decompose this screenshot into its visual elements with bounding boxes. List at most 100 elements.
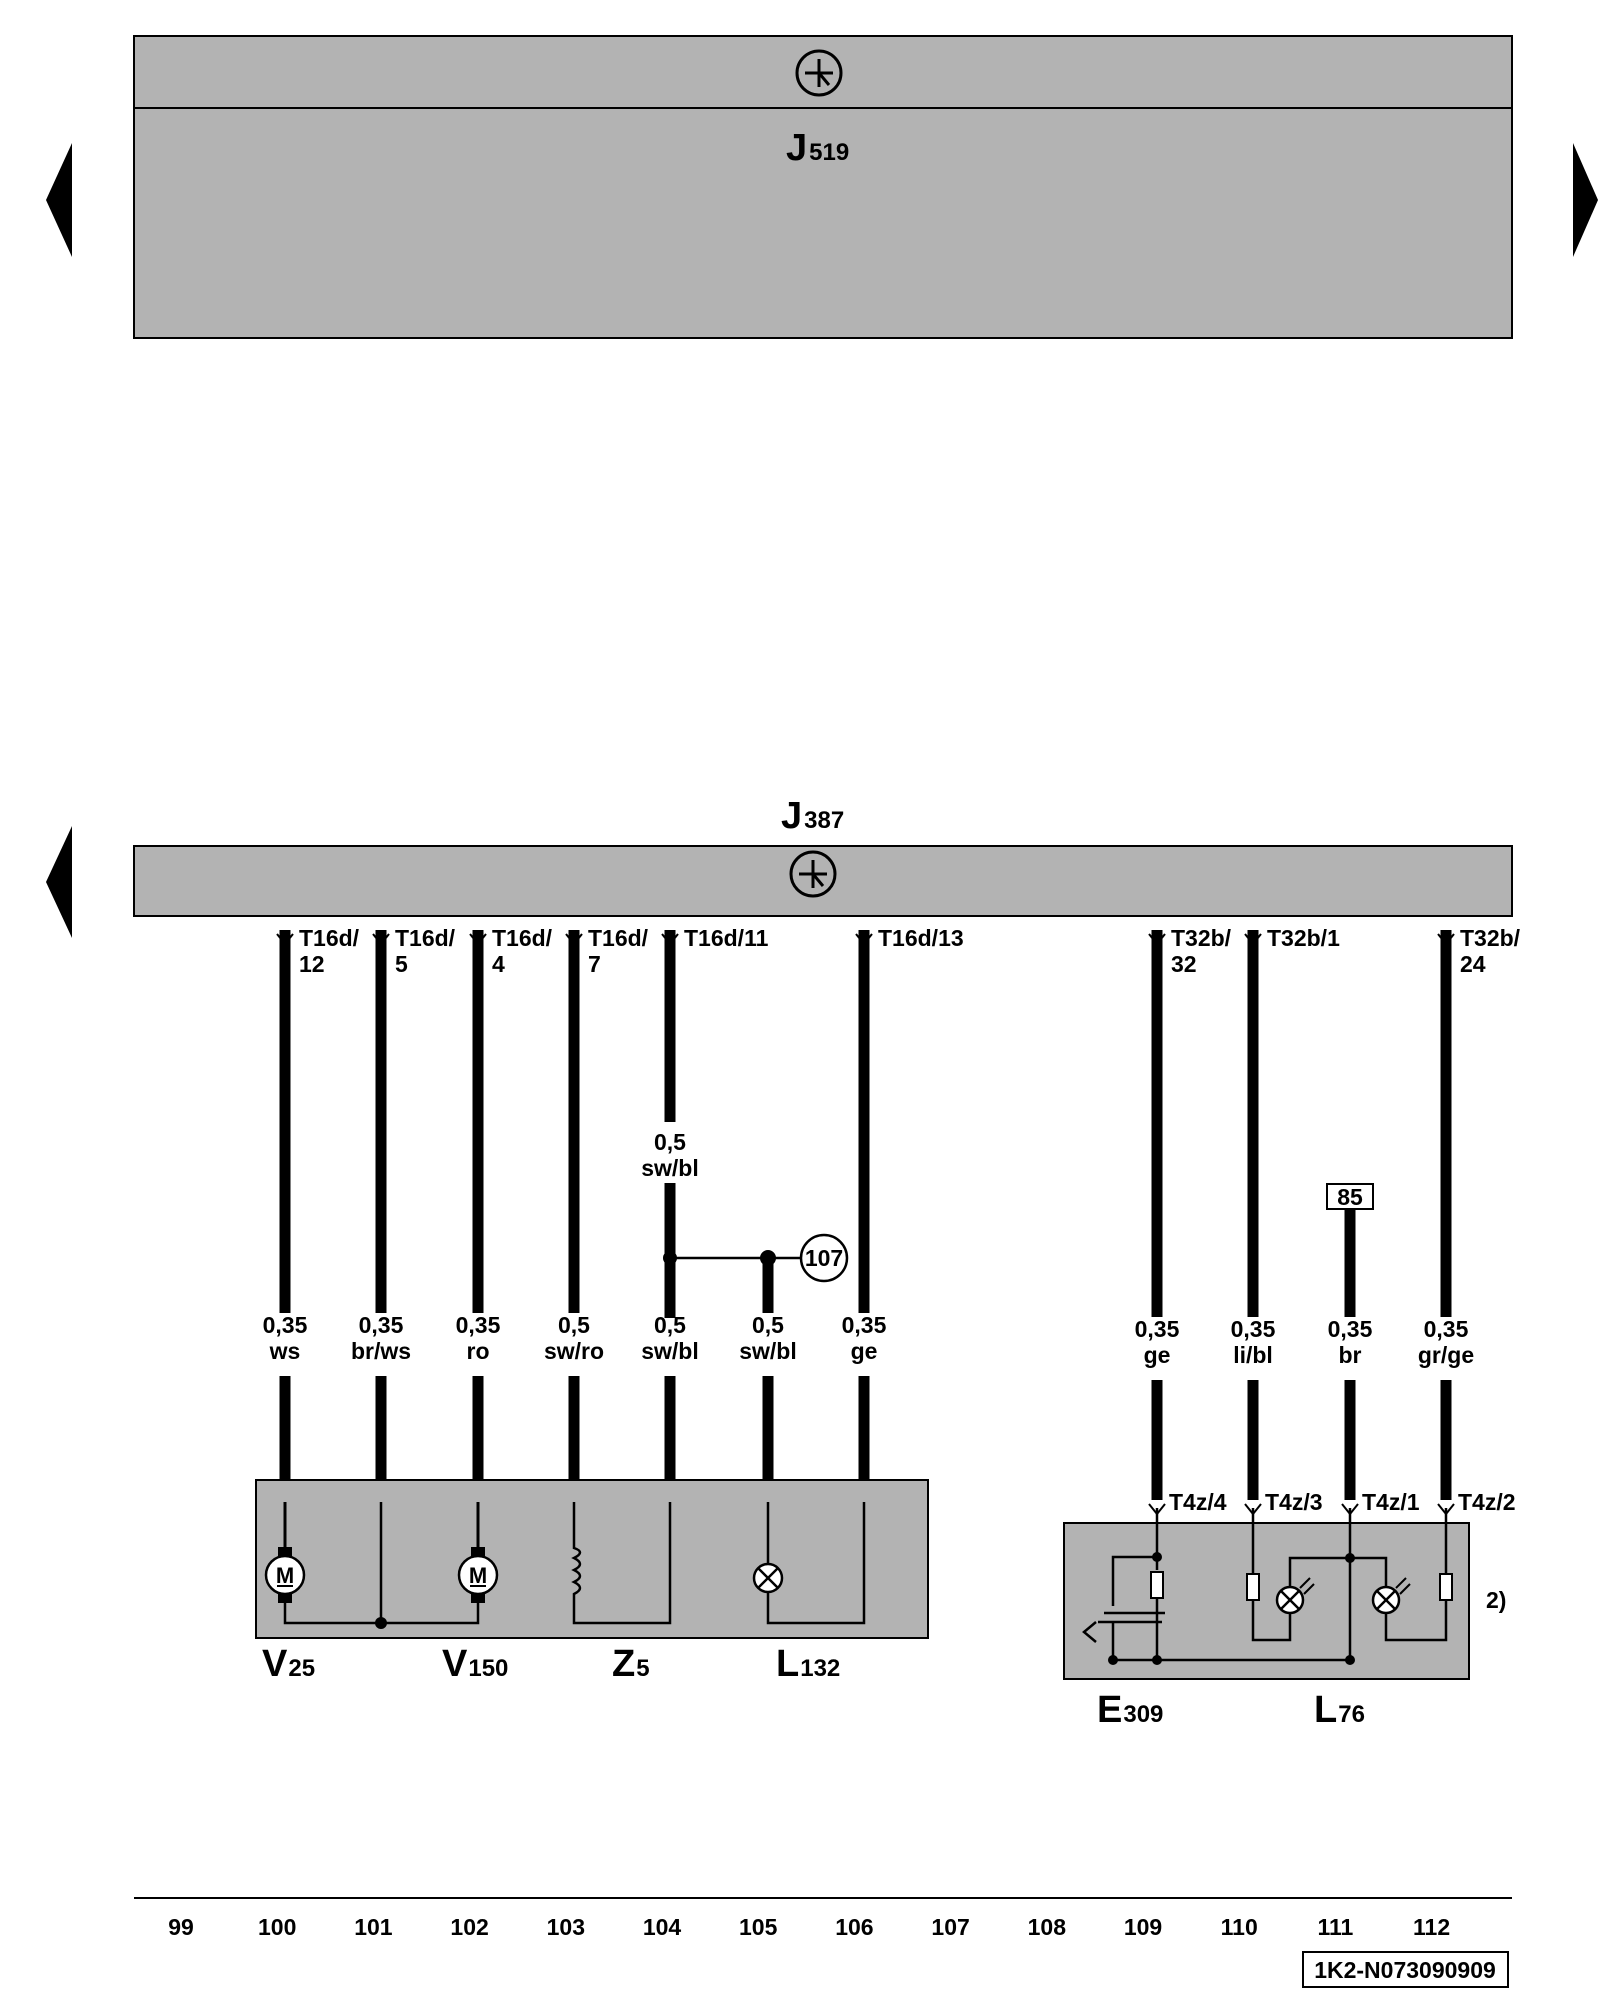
wire-color-label: ro bbox=[467, 1338, 490, 1364]
column-number: 105 bbox=[739, 1914, 778, 1940]
pin-label: 7 bbox=[588, 951, 601, 977]
wire-size-label: 0,35 bbox=[1135, 1316, 1180, 1342]
wire-color-label: li/bl bbox=[1233, 1342, 1273, 1368]
motor-icon: M bbox=[457, 1502, 499, 1603]
column-number: 100 bbox=[258, 1914, 296, 1940]
component-labels: V25 V150 Z5 L132 E309 L76 bbox=[262, 1643, 1365, 1731]
pin-label: 24 bbox=[1460, 951, 1486, 977]
column-numbers: 99 100 101 102 103 104 105 106 107 108 109 110 111 11… bbox=[168, 1914, 1450, 1940]
lamp-icon bbox=[752, 1502, 866, 1625]
triangle-left-icon[interactable] bbox=[46, 143, 72, 257]
triangle-right-icon[interactable] bbox=[1573, 143, 1598, 257]
document-code: 1K2-N073090909 bbox=[1302, 1951, 1509, 1988]
component-label-z5: Z5 bbox=[612, 1643, 650, 1685]
component-label-v150: V150 bbox=[442, 1643, 508, 1685]
pin-label: T16d/ bbox=[588, 925, 649, 951]
wire-size-label: 0,35 bbox=[359, 1312, 404, 1338]
pin-label: 32 bbox=[1171, 951, 1197, 977]
wire-size-label: 0,5 bbox=[752, 1312, 784, 1338]
pin-label: T16d/ bbox=[395, 925, 456, 951]
wire-size-label: 0,35 bbox=[456, 1312, 501, 1338]
wire-color-label: ge bbox=[1144, 1342, 1171, 1368]
column-number: 103 bbox=[547, 1914, 585, 1940]
column-number: 110 bbox=[1221, 1914, 1258, 1940]
wire-w6: 0,5sw/bl2 bbox=[739, 1258, 797, 1515]
component-label-l132: L132 bbox=[776, 1643, 840, 1685]
wire-w5: T16d/110,5sw/bl0,5sw/bl2 bbox=[641, 925, 768, 1515]
pin-label: 5 bbox=[395, 951, 408, 977]
wire-w1: T16d/120,35ws1 bbox=[263, 925, 360, 1515]
svg-text:M: M bbox=[469, 1563, 487, 1588]
wire-size-label: 0,35 bbox=[263, 1312, 308, 1338]
junction-ref: 107 bbox=[805, 1245, 843, 1271]
pin-label: T32b/ bbox=[1460, 925, 1521, 951]
pin-label: T16d/ bbox=[299, 925, 360, 951]
wire-w3: T16d/40,35ro3 bbox=[456, 925, 553, 1515]
module-j519-label: J519 bbox=[786, 127, 849, 169]
terminal-label: T4z/4 bbox=[1169, 1489, 1227, 1515]
module-j387: J387 bbox=[133, 795, 1513, 917]
footnote-label: 2) bbox=[1486, 1587, 1506, 1613]
component-label-v25: V25 bbox=[262, 1643, 315, 1685]
pin-label: T16d/13 bbox=[878, 925, 964, 951]
column-number: 107 bbox=[931, 1914, 969, 1940]
wire-size-label: 0,35 bbox=[1231, 1316, 1276, 1342]
wire-color-label: sw/bl bbox=[739, 1338, 797, 1364]
column-number: 111 bbox=[1317, 1914, 1353, 1940]
wire-w7: T16d/130,35ge1 bbox=[842, 925, 964, 1515]
wire-size-label: 0,5 bbox=[654, 1312, 686, 1338]
wire-color-label: gr/ge bbox=[1418, 1342, 1474, 1368]
transistor-ground-icon bbox=[789, 850, 837, 898]
wire-size-label: 0,5 bbox=[558, 1312, 590, 1338]
module-j387-label: J387 bbox=[781, 795, 844, 837]
pin-label: T16d/ bbox=[492, 925, 553, 951]
pin-label: T16d/11 bbox=[684, 925, 769, 951]
terminal-label: T4z/2 bbox=[1458, 1489, 1516, 1515]
component-label-l76: L76 bbox=[1314, 1689, 1365, 1731]
transistor-ground-icon bbox=[795, 49, 843, 97]
switch-icon bbox=[1082, 1508, 1355, 1665]
wire-color-label: sw/ro bbox=[544, 1338, 604, 1364]
wire-w4: T16d/70,5sw/ro1 bbox=[544, 925, 649, 1515]
column-number: 101 bbox=[354, 1914, 393, 1940]
lamp-icon bbox=[1246, 1508, 1453, 1660]
pin-label: T32b/ bbox=[1171, 925, 1232, 951]
heater-element-icon bbox=[571, 1502, 672, 1625]
component-label-e309: E309 bbox=[1097, 1689, 1163, 1731]
terminal-label: T4z/1 bbox=[1362, 1489, 1420, 1515]
wire-size-label: 0,35 bbox=[1424, 1316, 1469, 1342]
column-number: 104 bbox=[643, 1914, 682, 1940]
wire-color-label: ge bbox=[851, 1338, 878, 1364]
wire-size-label: 0,5 bbox=[654, 1129, 686, 1155]
wire-color-label: br bbox=[1339, 1342, 1362, 1368]
wire-color-label: sw/bl bbox=[641, 1338, 699, 1364]
wire-size-label: 0,35 bbox=[842, 1312, 887, 1338]
svg-text:M: M bbox=[276, 1563, 294, 1588]
column-number: 102 bbox=[450, 1914, 488, 1940]
triangle-left-icon[interactable] bbox=[46, 826, 72, 938]
pin-label: T32b/1 bbox=[1267, 925, 1340, 951]
source-85: 85 bbox=[1326, 1183, 1374, 1210]
wire-color-label: ws bbox=[269, 1338, 301, 1364]
wire-color-label: sw/bl bbox=[641, 1155, 699, 1181]
component-box-right bbox=[1063, 1508, 1470, 1680]
document-code-label: 1K2-N073090909 bbox=[1314, 1957, 1496, 1983]
column-number: 99 bbox=[168, 1914, 194, 1940]
module-j519: J519 bbox=[133, 35, 1513, 339]
terminal-label: T4z/3 bbox=[1265, 1489, 1323, 1515]
source-85-label: 85 bbox=[1337, 1184, 1363, 1210]
column-number: 112 bbox=[1413, 1914, 1450, 1940]
wire-group: T16d/120,35ws1T16d/50,35br/ws2T16d/40,35… bbox=[263, 925, 1521, 1515]
column-number: 106 bbox=[835, 1914, 873, 1940]
column-number: 109 bbox=[1124, 1914, 1162, 1940]
pin-label: 12 bbox=[299, 951, 325, 977]
junction-107: 107 bbox=[663, 1233, 849, 1283]
column-number: 108 bbox=[1028, 1914, 1067, 1940]
wire-color-label: br/ws bbox=[351, 1338, 411, 1364]
